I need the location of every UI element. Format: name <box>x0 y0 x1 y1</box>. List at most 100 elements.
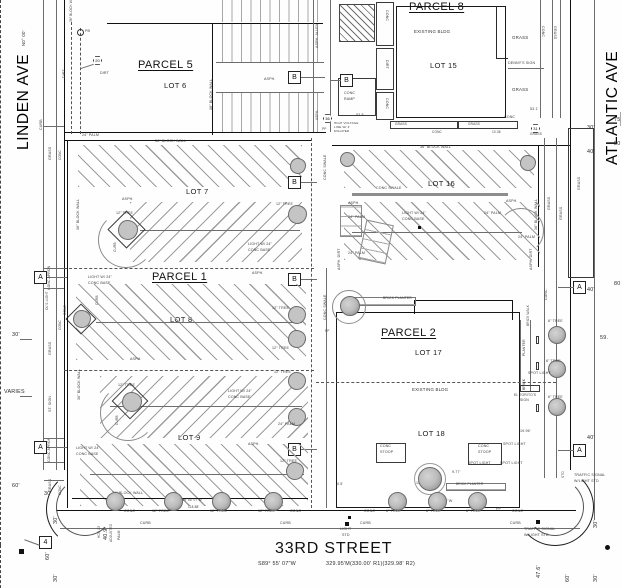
parking-aisle-line-2 <box>216 92 324 93</box>
conc-stoop-label-1a: CONC <box>380 444 392 448</box>
palm-label-lot16-3: 24" PALM <box>484 211 501 215</box>
light-std-label-2: STD <box>342 533 350 537</box>
dennys-sign-underline <box>508 68 544 69</box>
section-marker-a-2-label: A <box>38 444 43 451</box>
lot7-lot-label: LOT 7 <box>186 187 209 196</box>
street-tree-label-4: 6" TREE <box>386 509 401 513</box>
tree-12-label-lot7: 12" TREE <box>116 211 133 215</box>
section-marker-4[interactable]: 4 <box>39 536 52 549</box>
lot7-west-wall <box>67 140 69 268</box>
section-marker-b-1-label: B <box>292 74 297 81</box>
section-marker-4-leader <box>24 539 40 546</box>
lot17-lot18-split <box>316 382 556 383</box>
section-marker-b-1[interactable]: B <box>288 71 301 84</box>
tree-12-label-p1-ne2: 12" TREE <box>272 346 289 350</box>
dim-label-bottom-60b: 60' <box>565 574 571 582</box>
el-toritos-label-2: SIGN <box>520 398 529 402</box>
linden-tick-2 <box>20 396 32 397</box>
adjusted-label: ADJUSTED <box>109 523 113 542</box>
traffic-signal-label-4: W/LIGHT STD <box>574 479 599 483</box>
conc-label-linden-1: CONC <box>58 150 62 160</box>
section-marker-a-4[interactable]: A <box>573 444 586 457</box>
pp-label-p2: PP <box>325 329 330 333</box>
monument-point-se <box>605 545 610 550</box>
conc-swale-p2-west <box>326 268 327 508</box>
palm-arc-lot16 <box>498 208 544 254</box>
tree-6-p2-3 <box>548 398 566 416</box>
spot-light-label-p2-2: SPOT LIGHT <box>503 442 526 446</box>
bearing-33rd-inline: S89' 55' 07"W <box>180 498 202 502</box>
curb-label-p1-nw: CURB <box>95 295 99 305</box>
section-marker-a-3[interactable]: A <box>573 281 586 294</box>
33rd-street-label: 33RD STREET <box>275 540 393 557</box>
section-marker-a-1[interactable]: A <box>34 271 47 284</box>
pp-label-33rd: PP <box>496 507 502 511</box>
tree-12-lot7 <box>118 220 138 240</box>
tree-12-p1-se <box>288 372 306 390</box>
conc-swale-label-p2: CONC SWALE <box>323 294 327 320</box>
grass-band-1-label: GRASS <box>395 122 407 126</box>
grass-edge-2 <box>552 0 553 118</box>
palm-label-33rd: PALM <box>117 530 121 540</box>
curb-label-linden: CURB <box>39 119 43 130</box>
walk-panel-p2-2 <box>536 362 539 370</box>
light-conc-base-lot16-1: LIGHT W/ 24" <box>402 211 426 215</box>
tree-12-p1-nw <box>73 310 91 328</box>
tree-arc-p2-nw <box>332 290 366 324</box>
tree-6-p2-2 <box>548 360 566 378</box>
section-marker-b-2[interactable]: B <box>340 74 353 87</box>
street-tree-label-3: 12" TREE <box>258 509 275 513</box>
section-marker-b-3-leader <box>301 182 317 183</box>
lot7-paving-south <box>130 202 302 262</box>
street-tree-7 <box>468 492 487 511</box>
asph-alley-label: ASPH. ALLEY <box>315 23 319 48</box>
lot7-paving-north <box>78 145 302 187</box>
grass-label-linden-2: GRASS <box>48 341 52 355</box>
ols-light-label: OL'S LIGHT <box>45 291 49 310</box>
tree-12-label-p1-s: 12" TREE <box>280 459 297 463</box>
bldg-top-p2 <box>350 312 414 313</box>
dim-label-bottom-60: 60' <box>45 552 51 560</box>
section-marker-b-3-label: B <box>292 179 297 186</box>
section-marker-b-3[interactable]: B <box>288 176 301 189</box>
dim-label-varies: VARIES <box>4 389 25 395</box>
street-tree-6 <box>428 492 447 511</box>
dim-label-bottom-30c: 30' <box>593 520 599 528</box>
dim-19-96: 19.96' <box>520 429 531 433</box>
hex-marker-36[interactable]: 36 <box>323 114 332 123</box>
grass-label-lot16-e2: GRASS <box>559 206 563 220</box>
dim-label-right-80b: 80 <box>614 281 621 287</box>
parcel2-existing-bldg: EXISTING BLDG <box>412 387 449 392</box>
asph-label-parcel1-3: ASPH. <box>248 442 260 446</box>
dirt-strip-1-label: DIRT <box>385 60 389 69</box>
brick-planter-label-n: BRICK PLANTER <box>383 296 412 300</box>
parking-stalls-north <box>222 0 322 22</box>
hex-marker-20[interactable]: 20 <box>93 56 102 65</box>
dim-label-left-60: 60' <box>12 483 20 489</box>
dim-label-47-6: 47.6' <box>536 565 542 578</box>
curb-return-southwest-2 <box>56 478 114 536</box>
conc-label-p1-w: CONC <box>63 305 67 315</box>
existing-bldg-lot15 <box>396 6 506 118</box>
grass-strip-edge-1 <box>544 138 545 478</box>
curb-label-33rd-2: CURB <box>280 521 291 525</box>
atlantic-curb-east <box>594 0 595 520</box>
parcel8-title: PARCEL 8 <box>409 1 465 13</box>
bldg-notch-line <box>496 6 497 58</box>
lot16-stall-row <box>352 232 522 233</box>
alley-edge-west <box>313 0 314 132</box>
dim-53-1: 53.1' <box>530 107 539 111</box>
parcel2-lot18: LOT 18 <box>418 429 445 438</box>
conc-ramp-label-2: RAMP <box>344 97 355 101</box>
tree-12-p1-lot9 <box>122 392 142 412</box>
dim-label-right-75: 75 <box>614 117 621 123</box>
traffic-signal-leader-label: STD <box>561 471 565 478</box>
tree-lot16-nw <box>340 152 355 167</box>
hex-marker-20-label: 20 <box>95 58 100 63</box>
street-tree-label-1: 12" TREE <box>152 509 169 513</box>
conc-ramp-label-1: CONC <box>344 91 356 95</box>
hex-marker-31[interactable]: 31 <box>531 124 540 133</box>
brick-planter-label-lot18: BRICK PLANTER <box>456 482 484 486</box>
section-marker-a-2[interactable]: A <box>34 441 47 454</box>
section-marker-4-label: 4 <box>43 539 48 546</box>
